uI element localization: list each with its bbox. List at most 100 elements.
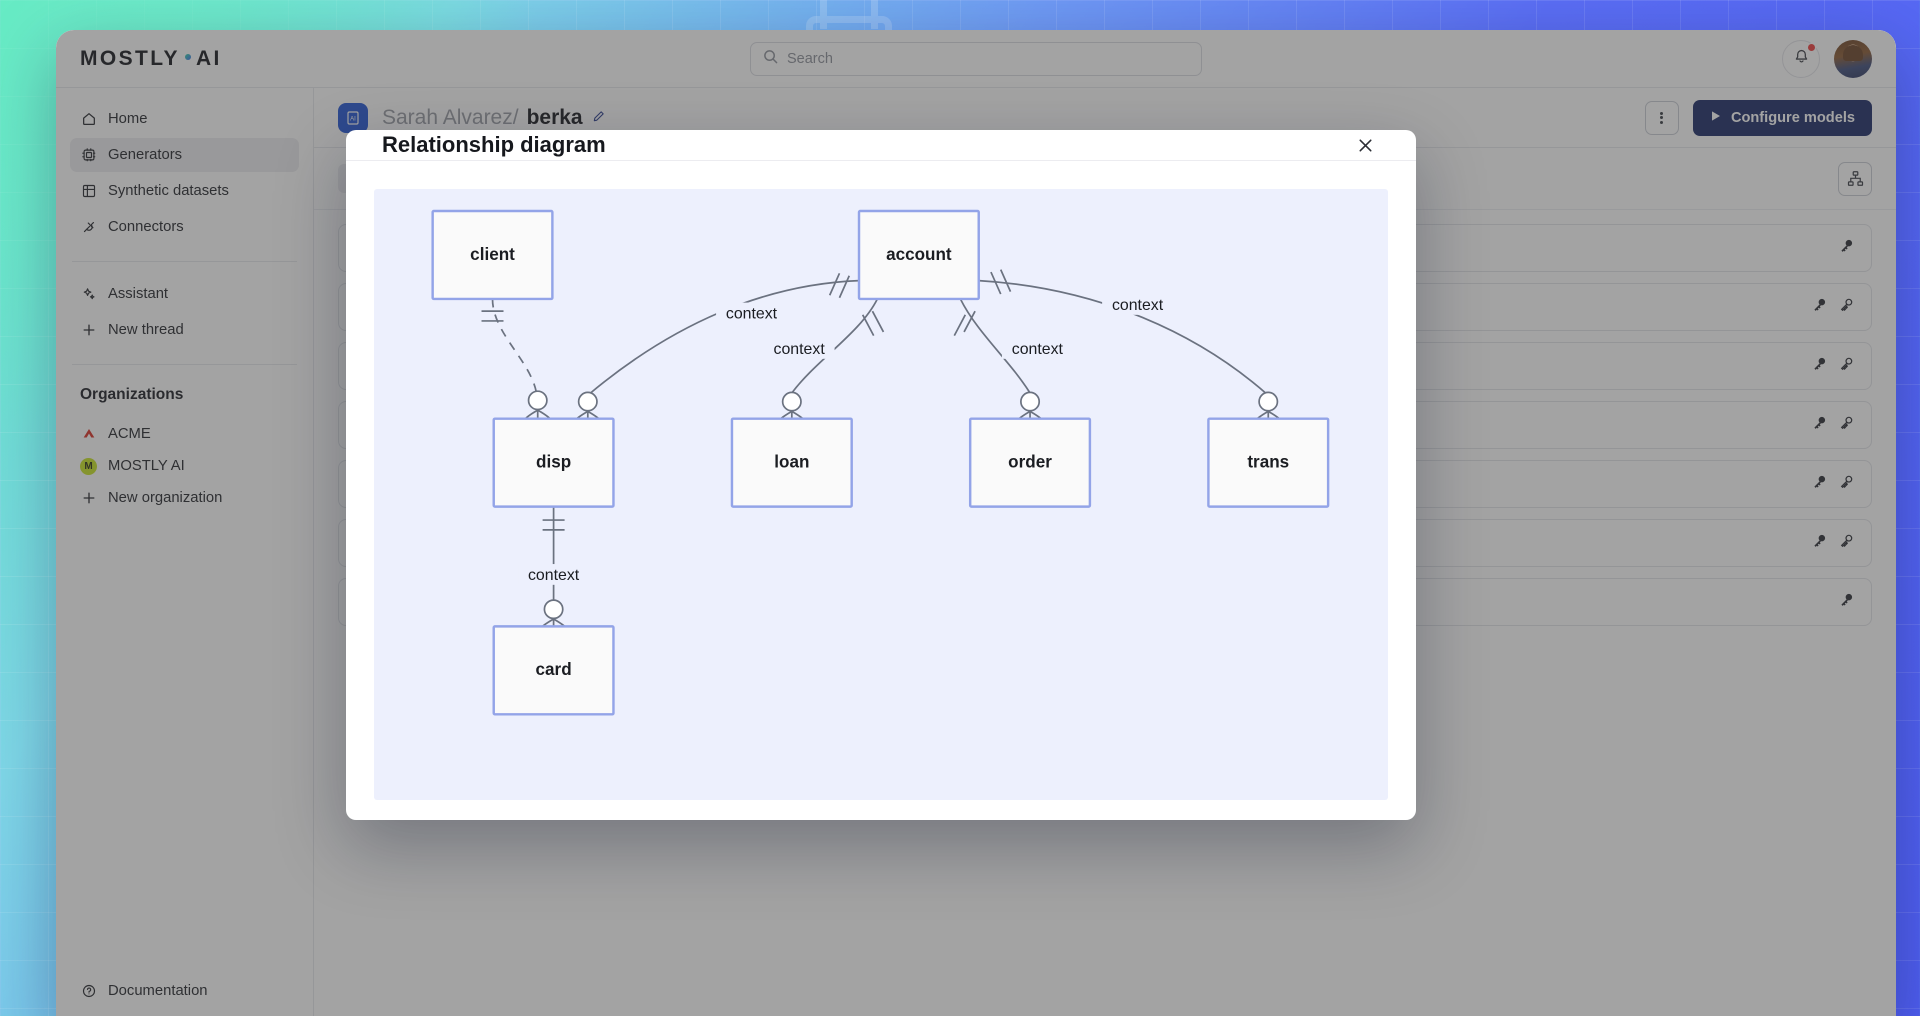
question-circle-icon — [80, 983, 97, 1000]
brand-name-left: MOSTLY — [80, 46, 180, 70]
erd-node-label: card — [536, 660, 572, 679]
erd-node-loan[interactable]: loan — [730, 417, 853, 508]
modal-title: Relationship diagram — [382, 132, 606, 157]
modal-header: Relationship diagram — [346, 130, 1416, 161]
primary-key-icon — [1811, 473, 1828, 495]
edge-account-order: context — [953, 298, 1073, 425]
sidebar-item-documentation[interactable]: Documentation — [70, 974, 299, 1008]
page-header: AI Sarah Alvarez/ berka — [314, 88, 1896, 148]
key-icons — [1811, 355, 1855, 377]
primary-key-icon — [1811, 414, 1828, 436]
organizations-title: Organizations — [80, 386, 184, 403]
erd-node-card[interactable]: card — [492, 625, 615, 716]
more-vertical-icon[interactable] — [1644, 100, 1679, 135]
sidebar-item-generators[interactable]: Generators — [70, 138, 299, 172]
search-icon — [763, 49, 778, 69]
generator-ai-chip-icon — [80, 147, 97, 164]
top-bar-actions — [1638, 39, 1896, 78]
sidebar-item-label: Synthetic datasets — [108, 183, 229, 199]
edge-label: context — [528, 567, 580, 584]
sidebar-divider-1 — [72, 261, 297, 262]
sidebar-item-home[interactable]: Home — [70, 102, 299, 136]
org-item-mostly-ai[interactable]: M MOSTLY AI — [70, 450, 299, 482]
app-window: MOSTLY AI — [56, 30, 1896, 1016]
acme-logo-icon — [80, 426, 97, 443]
brand-dot-icon — [184, 54, 191, 60]
key-icons — [1811, 532, 1855, 554]
erd-node-label: client — [470, 245, 515, 264]
erd-node-trans[interactable]: trans — [1207, 417, 1330, 508]
plug-icon — [80, 219, 97, 236]
key-icons — [1811, 414, 1855, 436]
key-icons — [1838, 591, 1855, 613]
sidebar-item-label: Connectors — [108, 219, 184, 235]
brand-name-right: AI — [195, 46, 222, 70]
sidebar-item-assistant[interactable]: Assistant — [70, 277, 299, 311]
home-icon — [80, 111, 97, 128]
sidebar-item-connectors[interactable]: Connectors — [70, 210, 299, 244]
edge-account-trans: context — [978, 269, 1285, 425]
relationship-diagram-icon[interactable] — [1838, 161, 1872, 196]
diagram-canvas[interactable]: context context — [374, 189, 1388, 800]
org-item-new-organization[interactable]: New organization — [70, 482, 299, 514]
primary-key-icon — [1811, 532, 1828, 554]
relationship-diagram-modal: Relationship diagram — [346, 130, 1416, 820]
key-icons — [1811, 473, 1855, 495]
foreign-key-icon — [1838, 532, 1855, 554]
sidebar-item-label: Generators — [108, 147, 183, 163]
configure-models-label: Configure models — [1730, 109, 1855, 126]
erd-node-client[interactable]: client — [431, 209, 554, 301]
org-item-label: ACME — [108, 426, 151, 442]
page-title-owner: Sarah Alvarez/ — [382, 105, 519, 129]
edge-client-disp — [481, 298, 555, 424]
notification-badge — [1807, 42, 1816, 52]
sidebar-item-new-thread[interactable]: New thread — [70, 313, 299, 347]
edge-disp-card: context — [518, 506, 590, 632]
sidebar-footer: Documentation — [70, 974, 299, 1016]
generator-ai-chip-icon: AI — [338, 102, 368, 133]
erd-node-disp[interactable]: disp — [492, 417, 615, 508]
edge-label: context — [1112, 297, 1164, 314]
org-item-acme[interactable]: ACME — [70, 418, 299, 450]
edge-label: context — [726, 305, 778, 322]
search-input[interactable] — [787, 50, 1189, 67]
plus-icon — [80, 490, 97, 507]
foreign-key-icon — [1838, 296, 1855, 318]
foreign-key-icon — [1838, 355, 1855, 377]
bell-icon — [1793, 48, 1810, 70]
erd-node-label: disp — [536, 453, 571, 472]
erd-node-label: order — [1008, 453, 1052, 472]
mostly-ai-logo-icon: M — [80, 457, 97, 475]
configure-models-button[interactable]: Configure models — [1692, 99, 1872, 136]
sidebar-item-label: Home — [108, 111, 148, 127]
sidebar-item-label: Assistant — [108, 286, 169, 302]
edge-label: context — [1012, 341, 1064, 358]
svg-text:AI: AI — [350, 116, 356, 122]
entity-relationship-diagram: context context — [431, 209, 1330, 716]
brand-logo[interactable]: MOSTLY AI — [56, 47, 314, 71]
foreign-key-icon — [1838, 473, 1855, 495]
top-bar: MOSTLY AI — [56, 30, 1896, 88]
avatar[interactable] — [1834, 39, 1872, 78]
primary-key-icon — [1811, 296, 1828, 318]
sidebar: Home Generators — [56, 88, 314, 1016]
close-icon[interactable] — [1350, 130, 1380, 160]
modal-body: context context — [346, 161, 1416, 820]
sparkle-icon — [80, 286, 97, 303]
page-title-name: berka — [526, 105, 583, 129]
org-item-label: MOSTLY AI — [108, 458, 185, 474]
table-grid-icon — [80, 183, 97, 200]
org-item-label: New organization — [108, 490, 223, 506]
sidebar-item-synthetic-datasets[interactable]: Synthetic datasets — [70, 174, 299, 208]
search-container — [314, 41, 1638, 76]
foreign-key-icon — [1838, 414, 1855, 436]
edit-pencil-icon[interactable] — [591, 106, 606, 130]
primary-key-icon — [1838, 237, 1855, 259]
key-icons — [1838, 237, 1855, 259]
erd-node-account[interactable]: account — [857, 209, 980, 301]
edge-label: context — [774, 341, 826, 358]
erd-node-order[interactable]: order — [968, 417, 1092, 508]
key-icons — [1811, 296, 1855, 318]
search-box[interactable] — [750, 41, 1202, 76]
notifications-button[interactable] — [1782, 39, 1820, 78]
